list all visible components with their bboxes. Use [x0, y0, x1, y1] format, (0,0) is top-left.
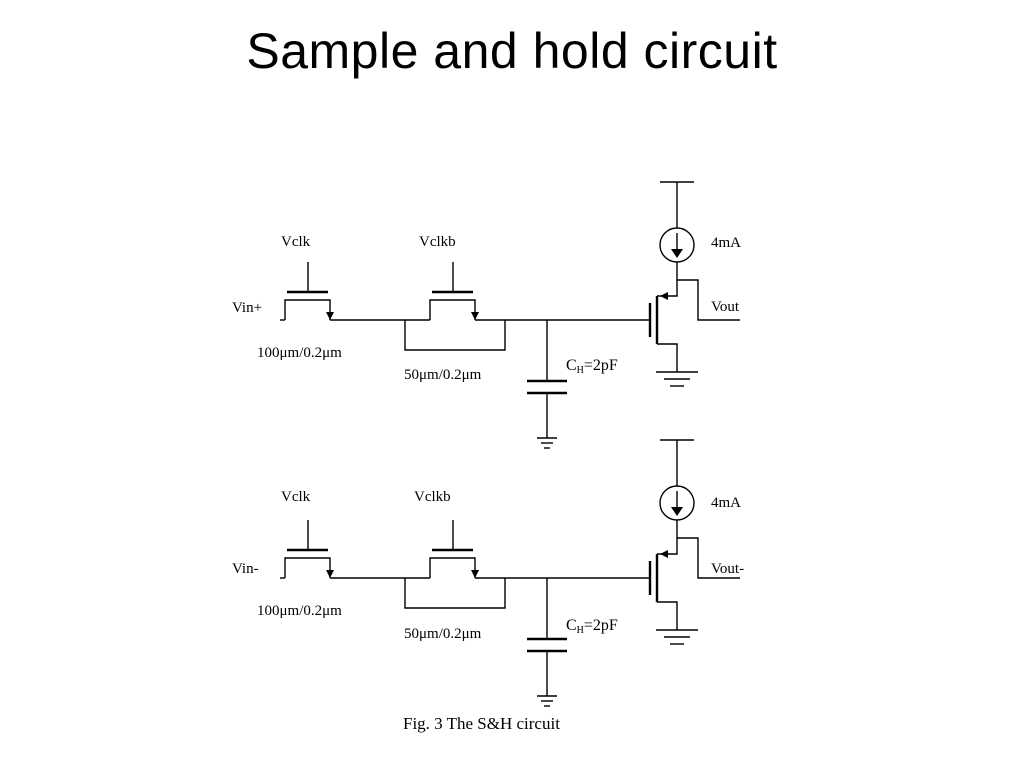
switch-size-bottom: 100μm/0.2μm: [257, 603, 342, 619]
clkb-label-top: Vclkb: [419, 234, 456, 250]
sample-hold-bottom: Vin- Vclk Vclkb 100μm/0.2μm 50μm/0.2μm C…: [232, 438, 744, 708]
dummy-size-bottom: 50μm/0.2μm: [404, 626, 482, 642]
input-label-top: Vin+: [232, 300, 262, 316]
current-label-bottom: 4mA: [711, 495, 741, 511]
svg-text:CH=2pF: CH=2pF: [566, 617, 618, 636]
cap-label-bottom: C: [566, 617, 577, 634]
input-label-bottom: Vin-: [232, 561, 259, 577]
dummy-size-top: 50μm/0.2μm: [404, 367, 482, 383]
output-label-top: Vout: [711, 299, 740, 315]
switch-size-top: 100μm/0.2μm: [257, 345, 342, 361]
sample-hold-top: Vin+ Vclk Vclkb 100μm/0.2μm 50μm/0.2μm C…: [232, 180, 742, 450]
svg-text:CH=2pF: CH=2pF: [566, 357, 618, 376]
clkb-label-bottom: Vclkb: [414, 489, 451, 505]
clk-label-bottom: Vclk: [281, 489, 311, 505]
slide-title: Sample and hold circuit: [246, 23, 778, 79]
cap-label-top: C: [566, 357, 577, 374]
current-label-top: 4mA: [711, 235, 741, 251]
figure-caption: Fig. 3 The S&H circuit: [403, 714, 560, 733]
output-label-bottom: Vout-: [711, 561, 744, 577]
clk-label-top: Vclk: [281, 234, 311, 250]
